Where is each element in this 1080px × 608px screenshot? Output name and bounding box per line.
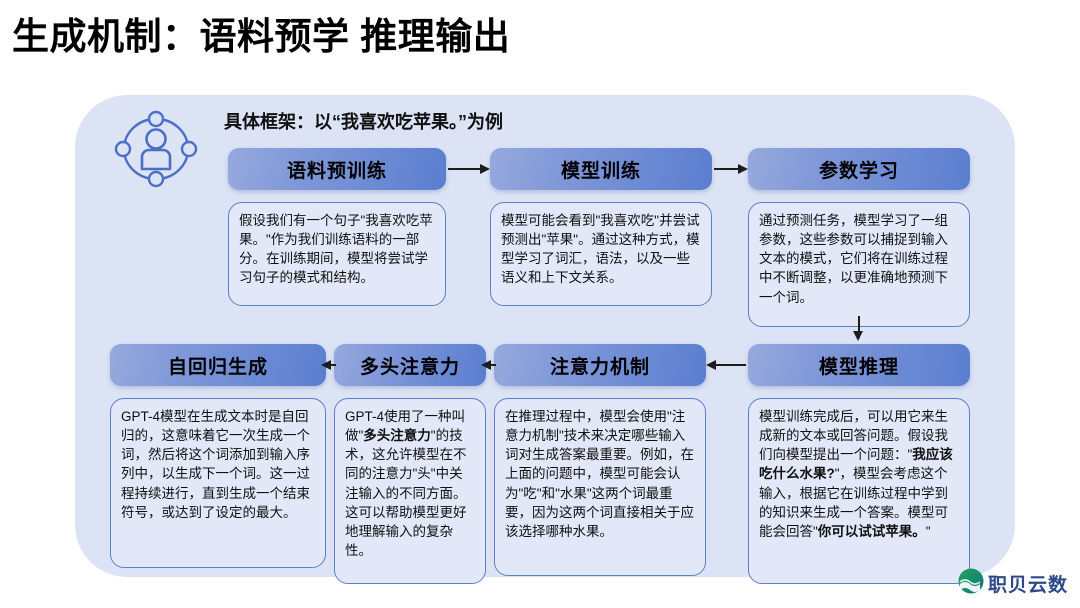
connector-params-to-inference <box>858 316 860 338</box>
connector-pretrain-to-train <box>448 168 482 170</box>
flow-node-title: 模型训练 <box>490 148 712 190</box>
diagram-subtitle: 具体框架：以“我喜欢吃苹果。”为例 <box>224 112 503 132</box>
flow-node-train[interactable]: 模型训练 模型可能会看到"我喜欢吃"并尝试预测出"苹果"。通过这种方式，模型学习… <box>490 148 712 306</box>
flow-node-body: GPT-4模型在生成文本时是自回归的，这意味着它一次生成一个词，然后将这个词添加… <box>110 398 326 568</box>
flow-node-body: 通过预测任务，模型学习了一组参数，这些参数可以捕捉到输入文本的模式，它们将在训练… <box>748 202 970 327</box>
connector-inference-to-attention <box>716 364 746 366</box>
wave-globe-logo-icon <box>958 568 984 599</box>
flow-node-attention[interactable]: 注意力机制 在推理过程中，模型会使用"注意力机制"技术来决定哪些输入词对生成答案… <box>494 344 706 576</box>
body-text-p3: " <box>925 523 931 539</box>
flow-node-body: 模型可能会看到"我喜欢吃"并尝试预测出"苹果"。通过这种方式，模型学习了词汇，语… <box>490 202 712 306</box>
watermark: 职贝云数 <box>958 568 1068 599</box>
arrowhead-multihead-to-autoregress <box>321 360 331 370</box>
body-text-answer: 你可以试试苹果。 <box>817 523 926 539</box>
watermark-text: 职贝云数 <box>988 575 1069 596</box>
flow-node-params[interactable]: 参数学习 通过预测任务，模型学习了一组参数，这些参数可以捕捉到输入文本的模式，它… <box>748 148 970 327</box>
flow-node-autoregress[interactable]: 自回归生成 GPT-4模型在生成文本时是自回归的，这意味着它一次生成一个词，然后… <box>110 344 326 568</box>
flow-node-title: 自回归生成 <box>110 344 326 386</box>
body-text-lead: GPT-4使用了一种叫做" <box>345 409 466 444</box>
flow-node-title: 语料预训练 <box>228 148 446 190</box>
body-text-p1: 模型训练完成后，可以用它来生成新的文本或回答问题。假设我们向模型提出一个问题：" <box>759 409 948 463</box>
flow-node-title: 参数学习 <box>748 148 970 190</box>
flow-node-body: 假设我们有一个句子"我喜欢吃苹果。"作为我们训练语料的一部分。在训练期间，模型将… <box>228 202 446 306</box>
arrowhead-params-to-inference <box>853 331 863 341</box>
flow-node-title: 多头注意力 <box>334 344 486 386</box>
flow-node-body: GPT-4使用了一种叫做"多头注意力"的技术，这允许模型在不同的注意力"头"中关… <box>334 398 486 584</box>
connector-multihead-to-autoregress <box>330 364 336 366</box>
flow-node-title: 注意力机制 <box>494 344 706 386</box>
body-text-emphasis: 多头注意力 <box>363 428 431 444</box>
connector-attention-to-multihead <box>490 364 496 366</box>
body-text-p2: "，模型会考虑这个输入，根据它在训练过程中学到的知识来生成一个答案。模型可能会回… <box>759 466 948 539</box>
connector-train-to-params <box>714 168 740 170</box>
persona-network-icon <box>110 103 202 195</box>
page-title: 生成机制：语料预学 推理输出 <box>12 16 511 57</box>
flow-node-multihead[interactable]: 多头注意力 GPT-4使用了一种叫做"多头注意力"的技术，这允许模型在不同的注意… <box>334 344 486 584</box>
flow-node-title: 模型推理 <box>748 344 970 386</box>
flow-node-body: 在推理过程中，模型会使用"注意力机制"技术来决定哪些输入词对生成答案最重要。例如… <box>494 398 706 576</box>
arrowhead-attention-to-multihead <box>481 360 491 370</box>
arrowhead-inference-to-attention <box>706 360 716 370</box>
body-text-tail: "的技术，这允许模型在不同的注意力"头"中关注输入的不同方面。这可以帮助模型更好… <box>345 428 467 559</box>
flow-node-inference[interactable]: 模型推理 模型训练完成后，可以用它来生成新的文本或回答问题。假设我们向模型提出一… <box>748 344 970 584</box>
flow-node-pretrain[interactable]: 语料预训练 假设我们有一个句子"我喜欢吃苹果。"作为我们训练语料的一部分。在训练… <box>228 148 446 306</box>
arrowhead-train-to-params <box>738 164 748 174</box>
body-text-question: 我应该吃什么水果? <box>759 447 953 482</box>
arrowhead-pretrain-to-train <box>480 164 490 174</box>
flow-node-body: 模型训练完成后，可以用它来生成新的文本或回答问题。假设我们向模型提出一个问题："… <box>748 398 970 584</box>
